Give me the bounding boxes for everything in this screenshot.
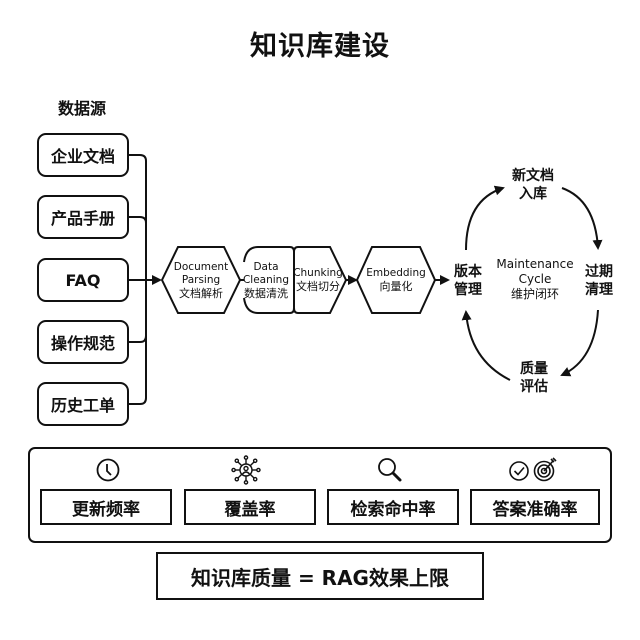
step-en2: Cleaning <box>242 273 290 286</box>
step-embedding: Embedding 向量化 <box>362 255 430 305</box>
cycle-center-en2: Cycle <box>518 272 552 286</box>
cycle-node-version-mgmt: 版本 管理 <box>446 263 490 299</box>
step-zh: 文档切分 <box>296 280 340 293</box>
footer-conclusion: 知识库质量 = RAG效果上限 <box>156 552 484 600</box>
cycle-node-line: 过期 <box>585 264 613 280</box>
cycle-node-line: 版本 <box>454 264 482 280</box>
hex-chunking <box>293 246 348 314</box>
cycle-node-quality-eval: 质量 评估 <box>512 360 556 396</box>
data-sources-label: 数据源 <box>58 99 107 118</box>
arrow-new-to-expired <box>561 187 603 250</box>
metrics-panel <box>28 447 612 543</box>
step-chunking: Chunking 文档切分 <box>292 255 344 305</box>
cycle-center-label: Maintenance Cycle 维护闭环 <box>490 257 580 302</box>
source-box-operation-spec: 操作规范 <box>37 320 129 364</box>
metric-coverage: 覆盖率 <box>184 489 316 525</box>
step-en2: Parsing <box>181 273 221 286</box>
arrow-expired-to-quality <box>560 309 599 377</box>
clock-icon <box>88 455 128 485</box>
cycle-node-line: 管理 <box>454 282 482 298</box>
step-document-parsing: Document Parsing 文档解析 <box>168 250 234 310</box>
magnifier-icon <box>370 455 410 485</box>
metric-answer-accuracy: 答案准确率 <box>470 489 600 525</box>
cycle-node-line: 质量 <box>520 361 548 377</box>
source-box-enterprise-docs: 企业文档 <box>37 133 129 177</box>
page-title: 知识库建设 <box>250 31 390 62</box>
metric-update-frequency: 更新频率 <box>40 489 172 525</box>
cycle-center-en: Maintenance <box>496 257 574 271</box>
arrow-quality-to-version <box>461 310 511 381</box>
step-zh: 向量化 <box>379 280 413 293</box>
source-box-product-manual: 产品手册 <box>37 195 129 239</box>
check-target-icon <box>506 455 562 485</box>
step-en: Data <box>253 260 279 273</box>
source-box-faq: FAQ <box>37 258 129 302</box>
step-en: Document <box>173 260 229 273</box>
cycle-center-zh: 维护闭环 <box>510 287 559 301</box>
step-zh: 数据清洗 <box>244 286 288 300</box>
step-zh: 文档解析 <box>179 286 223 300</box>
cycle-node-expired-cleanup: 过期 清理 <box>577 263 621 299</box>
arrow-version-to-new <box>465 185 505 251</box>
step-en: Embedding <box>366 267 426 279</box>
source-box-history-tickets: 历史工单 <box>37 382 129 426</box>
cycle-node-line: 新文档 <box>512 168 554 184</box>
cycle-node-line: 评估 <box>520 379 548 395</box>
step-data-cleaning: Data Cleaning 数据清洗 <box>240 250 292 310</box>
source-bracket <box>129 154 162 405</box>
metric-retrieval-hit-rate: 检索命中率 <box>327 489 459 525</box>
step-en: Chunking <box>293 267 343 279</box>
cycle-node-line: 清理 <box>585 282 613 298</box>
network-user-icon <box>226 455 266 485</box>
cycle-node-new-docs: 新文档 入库 <box>505 167 561 203</box>
cycle-node-line: 入库 <box>519 186 547 202</box>
